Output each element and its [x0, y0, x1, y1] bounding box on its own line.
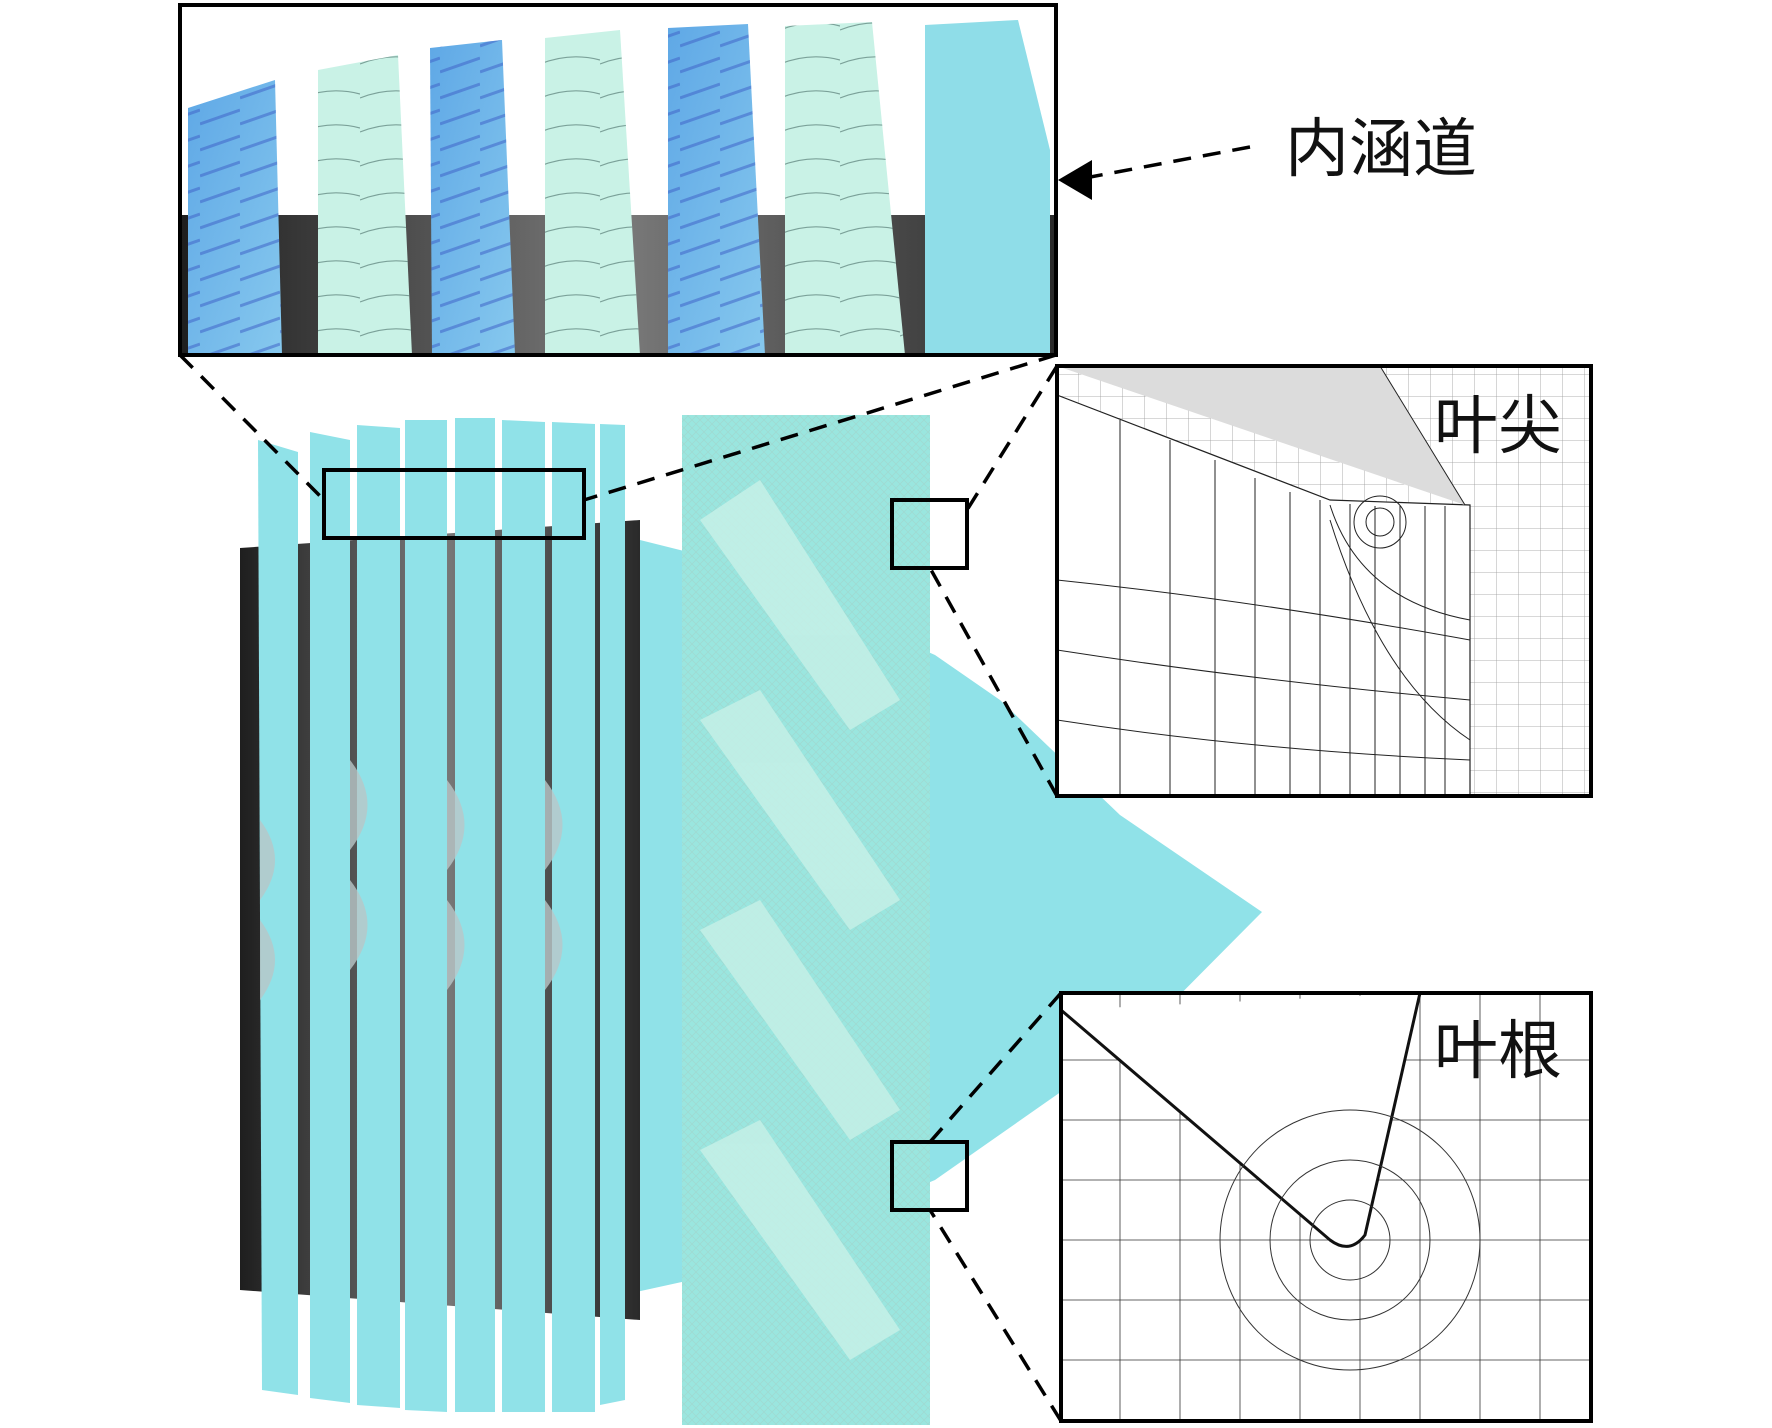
inner-duct-label: 内涵道	[1285, 113, 1477, 187]
blade-rows	[258, 418, 625, 1412]
arrow-left-icon	[1058, 160, 1092, 200]
blade-root-inset-frame	[1059, 991, 1593, 1423]
stator-blade-shapes	[700, 480, 900, 1360]
tip-selection-box	[890, 498, 969, 570]
blade-root-label: 叶根	[1434, 1015, 1562, 1089]
inner-duct-inset	[178, 3, 1058, 357]
root-selection-box	[890, 1140, 969, 1212]
blade-tip-inset	[1055, 364, 1593, 798]
blade-tip-inset-frame	[1055, 364, 1593, 798]
inner-duct-inset-frame	[178, 3, 1058, 357]
compressor-3d-model	[240, 415, 1262, 1425]
blade-root-inset	[1059, 991, 1593, 1423]
inner-duct-selection-box	[322, 468, 586, 540]
blade-tip-label: 叶尖	[1434, 390, 1562, 464]
zoom-connectors	[178, 145, 1251, 1422]
blade-profiles	[260, 760, 563, 1000]
